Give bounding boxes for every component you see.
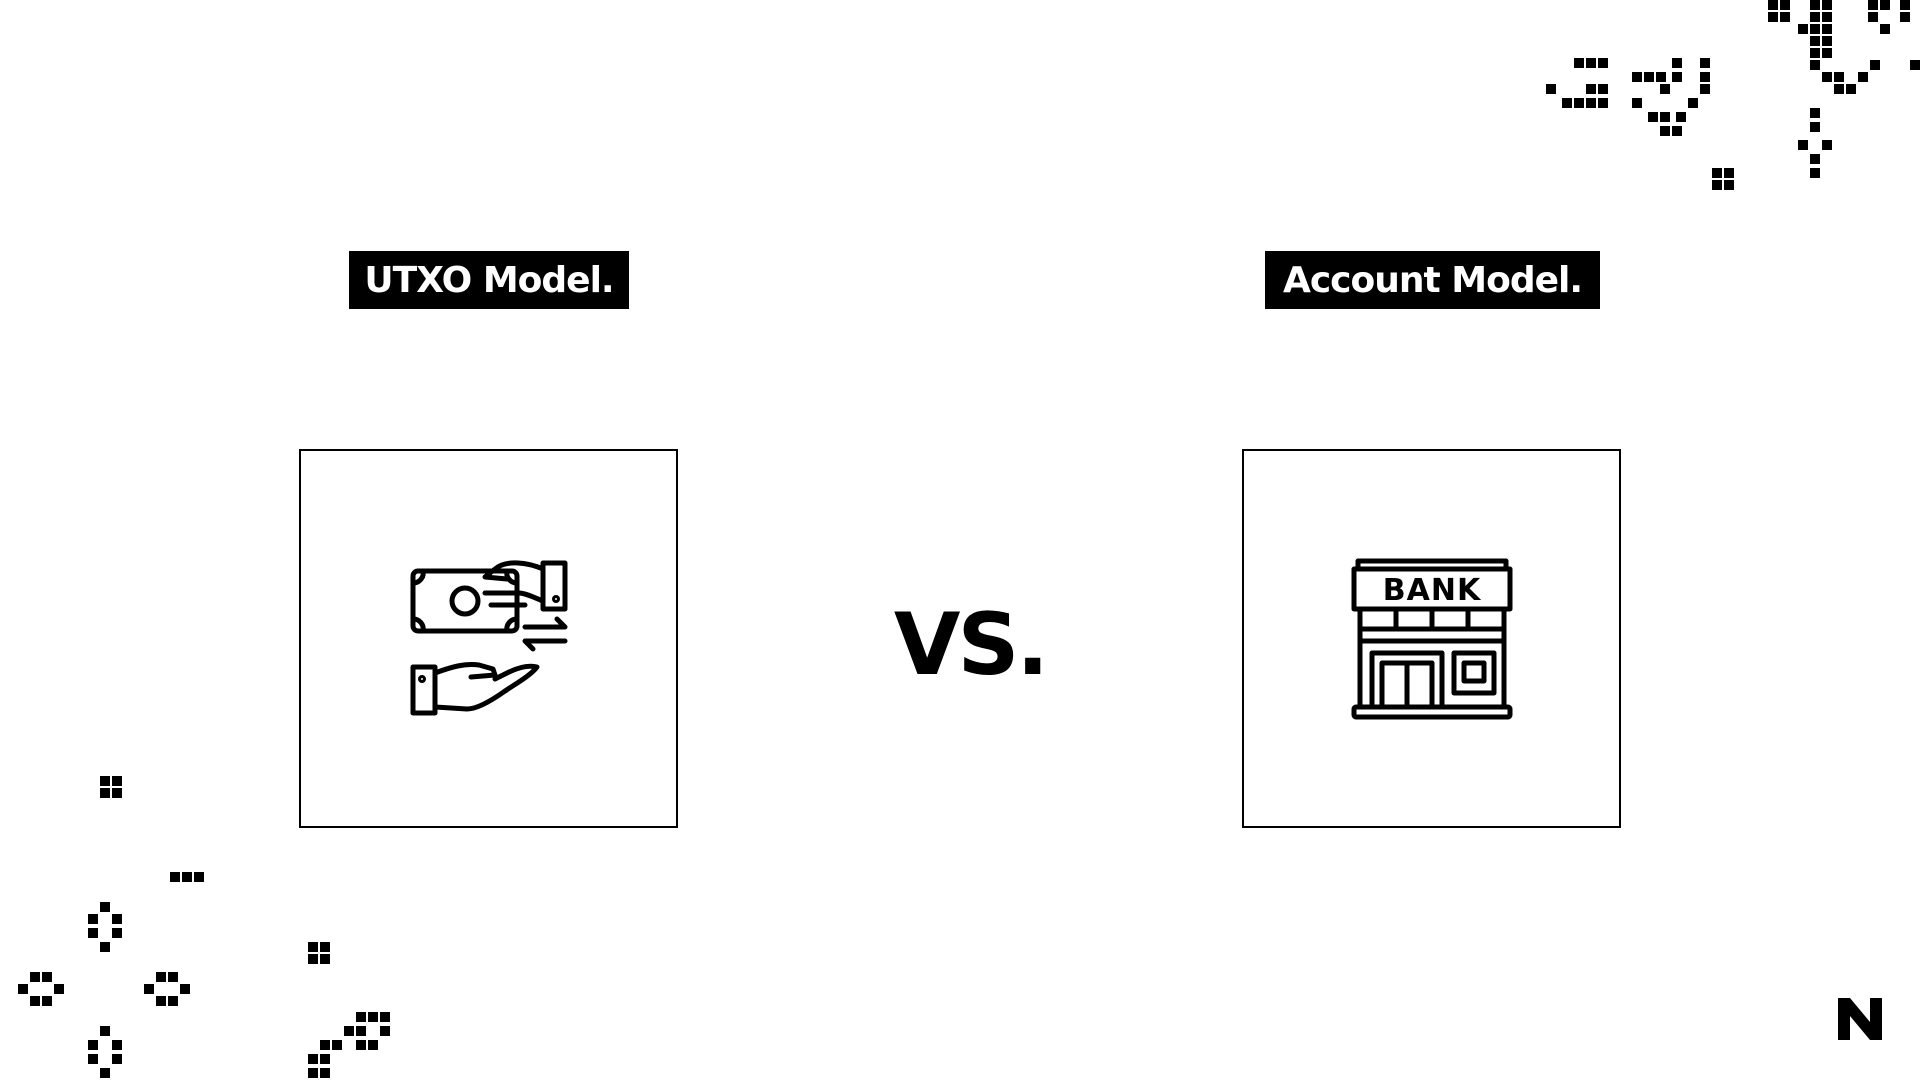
bank-sign-text: BANK	[1382, 573, 1481, 608]
utxo-model-card	[299, 449, 678, 828]
account-model-card: BANK	[1242, 449, 1621, 828]
utxo-model-title: UTXO Model.	[349, 251, 629, 309]
versus-text: VS.	[893, 595, 1049, 695]
n-logo-icon	[1838, 998, 1882, 1040]
account-model-title: Account Model.	[1265, 251, 1600, 309]
bank-building-icon: BANK	[1351, 558, 1512, 719]
cash-exchange-hands-icon	[410, 560, 567, 715]
